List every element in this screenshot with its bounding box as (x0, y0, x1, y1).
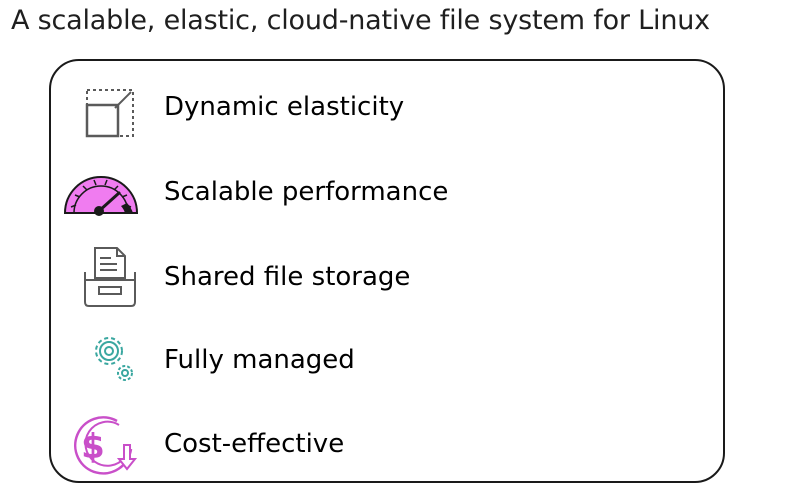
feature-dynamic-elasticity: Dynamic elasticity (51, 72, 723, 142)
feature-card: Dynamic elasticity (49, 59, 725, 483)
feature-scalable-performance: Scalable performance (51, 157, 723, 227)
page-title: A scalable, elastic, cloud-native file s… (11, 5, 710, 36)
feature-label: Shared file storage (164, 262, 411, 292)
feature-fully-managed: Fully managed (51, 325, 723, 395)
feature-label: Cost-effective (164, 429, 345, 459)
feature-label: Fully managed (164, 345, 355, 375)
resize-icon (61, 72, 141, 142)
feature-cost-effective: $ Cost-effective (51, 409, 723, 479)
dollar-down-icon: $ (61, 409, 141, 479)
speedometer-icon (61, 157, 141, 227)
gears-icon (61, 325, 141, 395)
svg-text:$: $ (81, 427, 105, 467)
feature-shared-file-storage: Shared file storage (51, 242, 723, 312)
feature-label: Dynamic elasticity (164, 92, 405, 122)
feature-label: Scalable performance (164, 177, 449, 207)
file-storage-icon (61, 242, 141, 312)
